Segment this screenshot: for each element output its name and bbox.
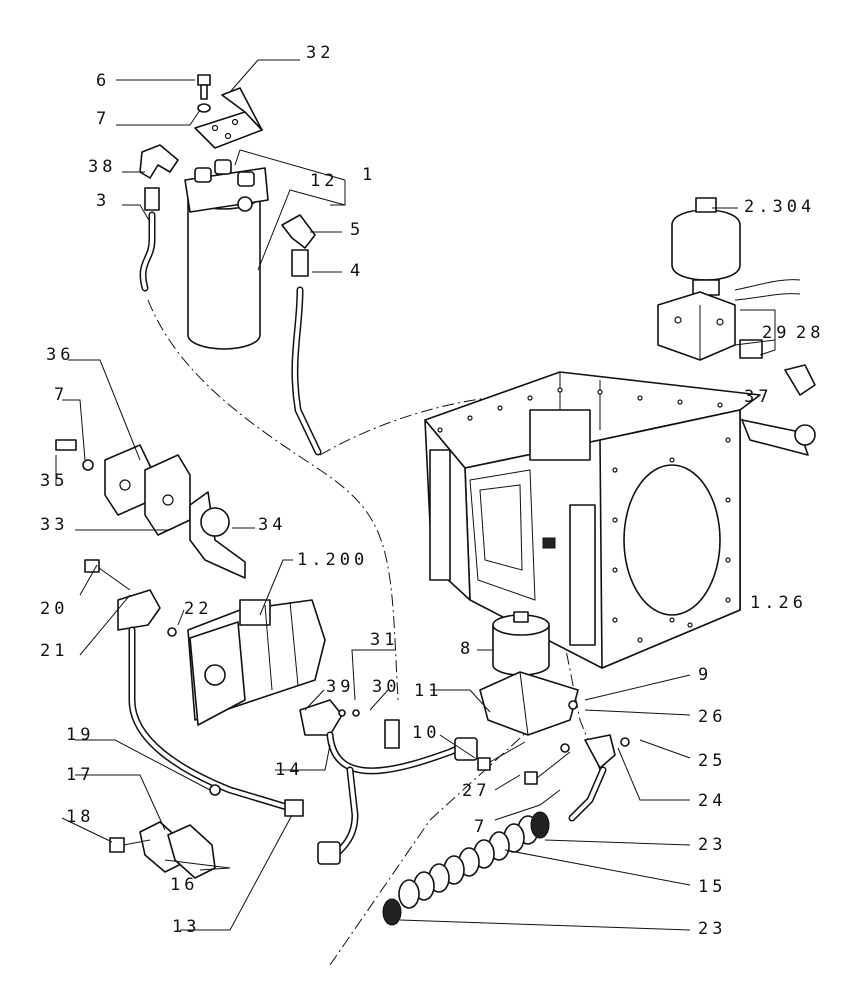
- hose-3: [139, 144, 179, 292]
- callout-32: 32: [306, 43, 334, 63]
- callout-12: 12: [310, 171, 338, 191]
- callout-labels: 32 6 7 38 3 12 1 5 4 2.304 29 28 37 36 7…: [40, 43, 824, 939]
- clamp-16: [109, 784, 221, 879]
- hose-4: [281, 214, 322, 456]
- callout-23a: 23: [698, 835, 726, 855]
- callout-13: 13: [172, 917, 200, 937]
- callout-23b: 23: [698, 919, 726, 939]
- callout-31: 31: [370, 630, 398, 650]
- callout-4: 4: [350, 261, 364, 281]
- flange-24: [568, 734, 616, 822]
- callout-9: 9: [698, 665, 712, 685]
- callout-36: 36: [46, 345, 74, 365]
- callout-20: 20: [40, 599, 68, 619]
- callout-26: 26: [698, 707, 726, 727]
- callout-7c: 7: [474, 817, 488, 837]
- pipe-13: [117, 589, 304, 817]
- callout-18: 18: [66, 807, 94, 827]
- bellows-hose: [382, 811, 550, 926]
- callout-17: 17: [66, 765, 94, 785]
- callout-22: 22: [184, 599, 212, 619]
- callout-24: 24: [698, 791, 726, 811]
- small-fittings: [84, 559, 630, 785]
- callout-21: 21: [40, 641, 68, 661]
- callout-33: 33: [40, 515, 68, 535]
- hydraulic-pump: [187, 599, 326, 726]
- callout-37: 37: [744, 387, 772, 407]
- filter-assembly: [184, 159, 269, 350]
- callout-34: 34: [258, 515, 286, 535]
- suction-filter: [479, 611, 579, 736]
- callout-27: 27: [462, 781, 490, 801]
- leader-lines: [55, 59, 776, 931]
- callout-7: 7: [96, 109, 110, 129]
- callout-7b: 7: [54, 385, 68, 405]
- callout-28: 28: [796, 323, 824, 343]
- callout-2-304: 2.304: [744, 197, 815, 217]
- callout-1: 1: [362, 165, 376, 185]
- callout-25: 25: [698, 751, 726, 771]
- callout-29: 29: [762, 323, 790, 343]
- callout-39: 39: [326, 677, 354, 697]
- bracket-32: [194, 74, 263, 149]
- clamp-parts: [55, 439, 246, 579]
- callout-38: 38: [88, 157, 116, 177]
- transmission-housing: [424, 371, 761, 669]
- callout-10: 10: [412, 723, 440, 743]
- callout-6: 6: [96, 71, 110, 91]
- callout-3: 3: [96, 191, 110, 211]
- callout-1-26: 1.26: [750, 593, 807, 613]
- callout-19: 19: [66, 725, 94, 745]
- callout-30: 30: [372, 677, 400, 697]
- callout-8: 8: [460, 639, 474, 659]
- callout-14: 14: [275, 760, 303, 780]
- accumulator-valve: [657, 197, 816, 456]
- callout-11: 11: [414, 681, 442, 701]
- callout-1-200: 1.200: [297, 550, 368, 570]
- callout-35: 35: [40, 471, 68, 491]
- callout-15: 15: [698, 877, 726, 897]
- pipe-14: [299, 699, 478, 865]
- callout-16: 16: [170, 875, 198, 895]
- callout-5: 5: [350, 220, 364, 240]
